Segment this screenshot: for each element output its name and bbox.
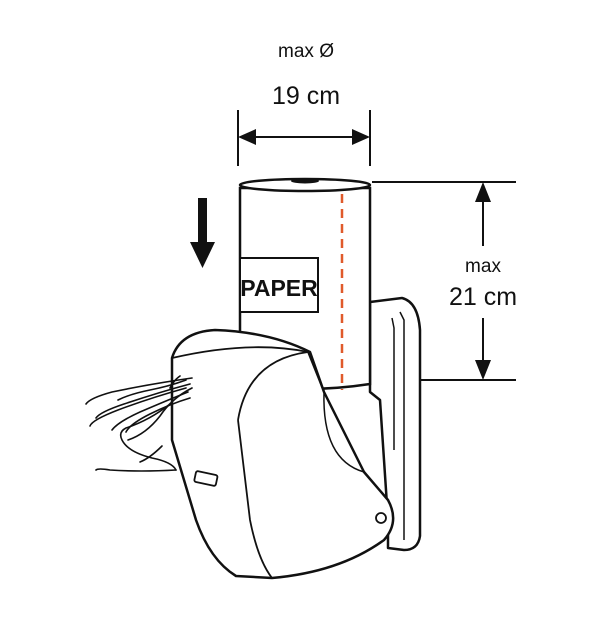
- roll-core: [291, 178, 319, 184]
- height-arrow-up: [475, 182, 491, 202]
- height-arrow-down: [475, 360, 491, 380]
- cover-screw: [375, 512, 387, 524]
- cover-slot: [193, 470, 219, 487]
- arrow-down-icon: [190, 198, 215, 268]
- paper-strands: [85, 375, 193, 472]
- diameter-arrow-left: [238, 129, 256, 145]
- wall-plate: [368, 296, 422, 552]
- height-value: 21 cm: [449, 283, 517, 311]
- diameter-dimension: max Ø 19 cm: [237, 41, 371, 166]
- height-dimension: max 21 cm: [372, 181, 517, 381]
- paper-label-box: [239, 257, 319, 313]
- diameter-arrow-right: [352, 129, 370, 145]
- diameter-label: max Ø: [278, 41, 334, 62]
- paper-label: PAPER: [240, 275, 318, 301]
- dispenser-cover: [170, 328, 395, 580]
- diameter-value: 19 cm: [272, 82, 340, 110]
- height-label: max: [465, 256, 501, 277]
